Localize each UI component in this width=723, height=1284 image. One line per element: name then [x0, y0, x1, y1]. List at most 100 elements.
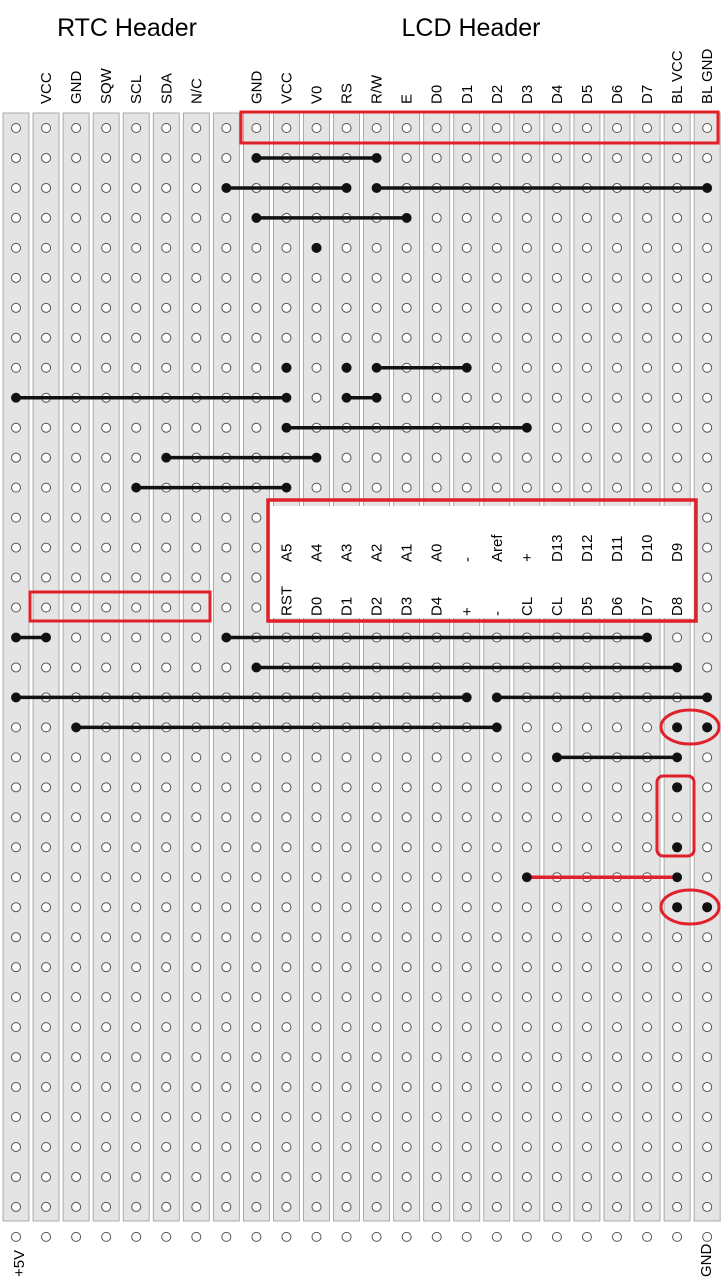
- strip-hole: [371, 1141, 382, 1152]
- strip-hole: [341, 1171, 352, 1182]
- strip-hole: [702, 362, 713, 373]
- strip-hole: [642, 212, 653, 223]
- strip-hole: [642, 1201, 653, 1212]
- strip-hole: [371, 932, 382, 943]
- strip-hole: [702, 932, 713, 943]
- arduino-pin-label: D0: [309, 597, 326, 616]
- strip-hole: [491, 932, 502, 943]
- strip-hole: [161, 272, 172, 283]
- strip-hole: [191, 1141, 202, 1152]
- strip-hole: [71, 362, 82, 373]
- strip-hole: [11, 212, 21, 223]
- strip-hole: [311, 302, 322, 313]
- strip-hole: [191, 1231, 202, 1242]
- strip-hole: [131, 962, 142, 973]
- strip-hole: [311, 962, 322, 973]
- strip-hole: [41, 272, 52, 283]
- strip-hole: [311, 812, 322, 823]
- strip-hole: [191, 512, 202, 523]
- strip-hole: [251, 242, 262, 253]
- arduino-pin-label: CL: [519, 597, 536, 616]
- strip-hole: [191, 962, 202, 973]
- strip-hole: [581, 902, 592, 913]
- strip-hole: [221, 992, 232, 1003]
- strip-hole: [221, 422, 232, 433]
- strip-hole: [11, 332, 21, 343]
- strip-hole: [371, 242, 382, 253]
- strip-hole: [41, 1022, 52, 1033]
- strip-hole: [431, 752, 442, 763]
- left-rail-label: +5V: [11, 1250, 28, 1277]
- strip-hole: [461, 962, 472, 973]
- arduino-pin-label: -: [459, 557, 476, 562]
- strip-hole: [672, 1201, 683, 1212]
- jumper-wire-end: [11, 392, 21, 403]
- strip-hole: [71, 1171, 82, 1182]
- strip-hole: [581, 1141, 592, 1152]
- strip-hole: [672, 242, 683, 253]
- strip-hole: [371, 1201, 382, 1212]
- strip-hole: [401, 123, 412, 133]
- strip-hole: [251, 932, 262, 943]
- strip-hole: [672, 1231, 683, 1242]
- strip-hole: [101, 842, 112, 853]
- strip-hole: [71, 962, 82, 973]
- strip-hole: [281, 1201, 292, 1212]
- strip-hole: [221, 242, 232, 253]
- strip-hole: [551, 212, 562, 223]
- jumper-wire-end: [401, 213, 412, 223]
- strip-hole: [311, 482, 322, 493]
- lcd-pin-label: VCC: [278, 72, 295, 104]
- strip-hole: [672, 332, 683, 343]
- strip-hole: [431, 1171, 442, 1182]
- strip-hole: [71, 842, 82, 853]
- strip-hole: [41, 152, 52, 163]
- strip-hole: [11, 123, 21, 133]
- arduino-pin-label: A2: [369, 544, 386, 562]
- strip-hole: [581, 1052, 592, 1063]
- strip-hole: [311, 902, 322, 913]
- strip-hole: [702, 1052, 713, 1063]
- strip-hole: [221, 332, 232, 343]
- strip-hole: [101, 752, 112, 763]
- strip-hole: [521, 1112, 532, 1123]
- strip-hole: [551, 782, 562, 793]
- strip-hole: [11, 422, 21, 433]
- strip-hole: [581, 302, 592, 313]
- strip-hole: [491, 902, 502, 913]
- strip-hole: [612, 272, 622, 283]
- jumper-wire-end: [371, 153, 382, 163]
- strip-hole: [71, 182, 82, 193]
- strip-hole: [702, 842, 713, 853]
- strip-hole: [161, 1231, 172, 1242]
- strip-hole: [251, 1231, 262, 1242]
- strip-hole: [491, 482, 502, 493]
- strip-hole: [702, 512, 713, 523]
- strip-hole: [581, 812, 592, 823]
- strip-hole: [521, 902, 532, 913]
- strip-hole: [221, 1082, 232, 1093]
- strip-hole: [551, 1231, 562, 1242]
- strip-hole: [371, 1231, 382, 1242]
- strip-hole: [642, 452, 653, 463]
- strip-hole: [281, 1231, 292, 1242]
- strip-hole: [521, 392, 532, 403]
- lcd-pin-label: D0: [429, 85, 446, 104]
- strip-hole: [161, 842, 172, 853]
- strip-hole: [642, 123, 653, 133]
- strip-hole: [491, 962, 502, 973]
- strip-hole: [431, 1022, 442, 1033]
- strip-hole: [341, 1052, 352, 1063]
- strip-hole: [131, 662, 142, 673]
- strip-hole: [702, 152, 713, 163]
- strip-hole: [41, 512, 52, 523]
- arduino-pin-label: +: [459, 607, 476, 616]
- strip-hole: [311, 1201, 322, 1212]
- strip-hole: [581, 1082, 592, 1093]
- strip-hole: [612, 362, 622, 373]
- strip-hole: [401, 392, 412, 403]
- strip-hole: [401, 812, 412, 823]
- strip-hole: [191, 932, 202, 943]
- strip-hole: [251, 1022, 262, 1033]
- strip-hole: [521, 932, 532, 943]
